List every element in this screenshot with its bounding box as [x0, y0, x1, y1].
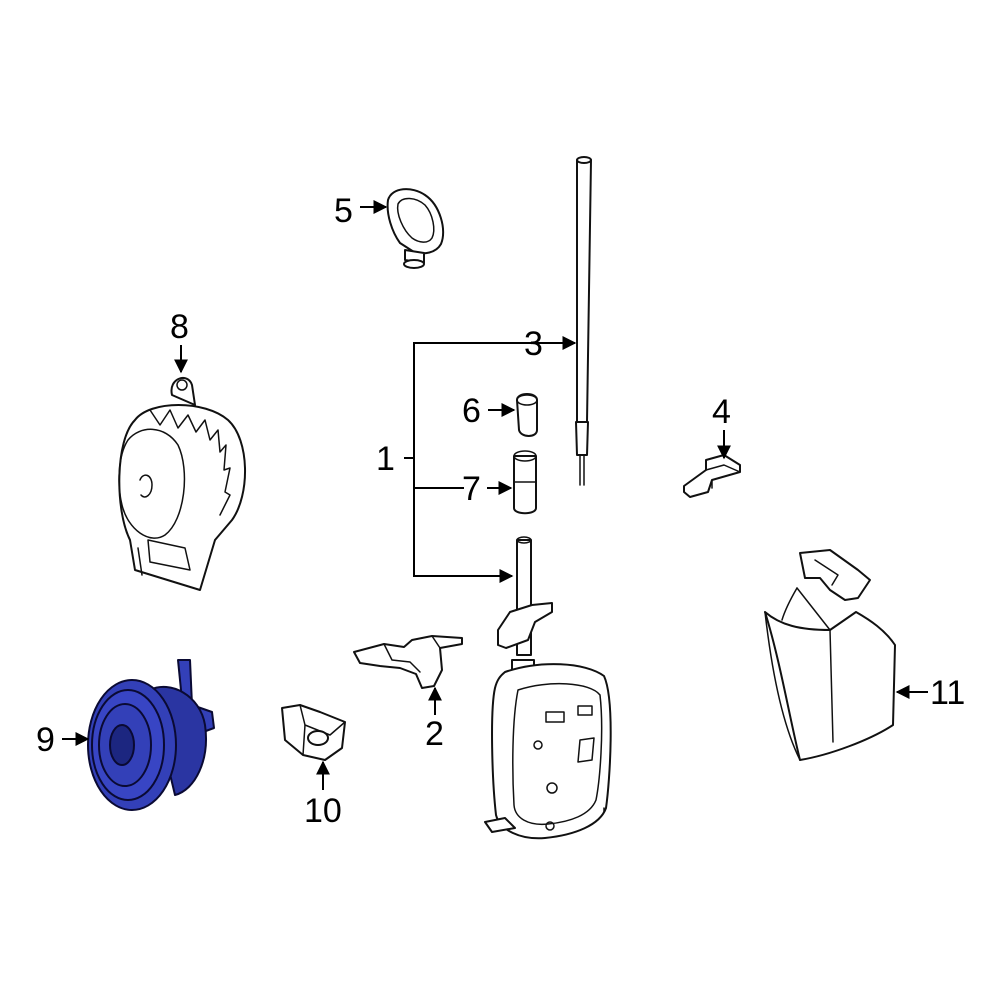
callout-3: 3 [524, 325, 543, 363]
callout-labels: 1 2 3 4 5 6 7 8 9 10 11 [36, 192, 965, 830]
part-11-cover[interactable] [764, 549, 896, 761]
part-5-bezel[interactable] [386, 188, 445, 269]
part-1-antenna-motor[interactable] [484, 536, 612, 840]
callout-8: 8 [170, 308, 189, 346]
leader-lines [62, 200, 928, 790]
part-7-sleeve[interactable] [513, 450, 537, 515]
callout-11: 11 [930, 674, 965, 712]
part-6-cap[interactable] [516, 393, 538, 437]
callout-1: 1 [376, 440, 395, 478]
part-4-bracket[interactable] [683, 454, 741, 498]
callout-7: 7 [462, 470, 481, 508]
callout-10: 10 [304, 792, 342, 830]
part-9-horn-highlighted[interactable] [87, 659, 215, 811]
part-3-antenna-mast[interactable] [575, 156, 592, 486]
callout-2: 2 [425, 715, 444, 753]
callout-4: 4 [712, 393, 731, 431]
callout-6: 6 [462, 392, 481, 430]
callout-5: 5 [334, 192, 353, 230]
leader-1-bracket [413, 342, 575, 583]
horn-9-center [109, 724, 135, 766]
part-2-bracket[interactable] [353, 635, 463, 689]
callout-9: 9 [36, 721, 55, 759]
part-10-clip[interactable] [281, 704, 346, 761]
part-8-horn[interactable] [118, 376, 247, 591]
